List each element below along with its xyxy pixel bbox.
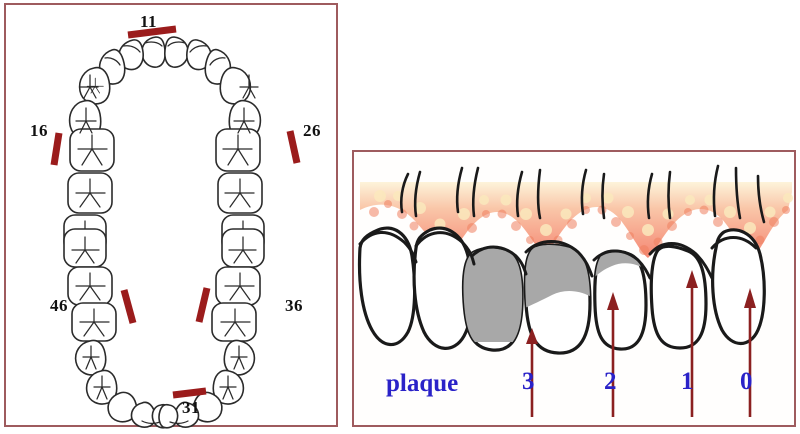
- score-arrows: [526, 270, 756, 417]
- arrow-score-0: [744, 288, 756, 417]
- marker-26: [286, 130, 301, 164]
- tooth-22: [118, 39, 144, 71]
- tooth-number-label-16: 16: [30, 121, 48, 140]
- tooth-number-label-11: 11: [140, 12, 158, 31]
- tooth-32: [130, 401, 157, 428]
- tooth-number-label-36: 36: [285, 296, 303, 315]
- tooth-number-label-46: 46: [50, 296, 68, 315]
- lower-occlusal-detail: [71, 236, 257, 424]
- tooth-score-0: [649, 244, 708, 350]
- plaque-score-label-2: 2: [604, 368, 617, 395]
- arch-svg: [50, 25, 301, 429]
- gum-highlight-stipple: [374, 190, 793, 236]
- arrow-score-3: [526, 328, 538, 417]
- plaque-area-score-2: [525, 245, 590, 310]
- tooth-12: [186, 39, 212, 71]
- plaque-svg: [354, 152, 794, 425]
- marker-16: [50, 132, 63, 166]
- marker-31: [172, 387, 207, 399]
- tooth-far-right: [711, 228, 766, 346]
- tooth-far-left: [357, 226, 417, 347]
- tooth-24: [78, 66, 111, 105]
- tooth-41: [158, 403, 179, 429]
- plaque-index-illustration: [354, 152, 794, 425]
- marker-46: [120, 289, 137, 324]
- plaque-index-panel: plaque 3 2 1 0: [352, 150, 796, 427]
- plaque-score-label-3: 3: [522, 368, 535, 395]
- upper-occlusal-detail: [71, 41, 259, 248]
- plaque-score-label-1: 1: [681, 368, 694, 395]
- tooth-42: [173, 401, 200, 428]
- tooth-43: [192, 391, 223, 423]
- plaque-shading: [463, 245, 646, 342]
- tooth-33: [107, 391, 138, 423]
- gum-band: [360, 182, 792, 258]
- lower-arch: [63, 228, 265, 429]
- marker-36: [195, 287, 211, 323]
- arrow-score-2: [607, 292, 619, 417]
- dental-arch-diagram: [6, 5, 336, 429]
- tooth-number-label-31: 31: [182, 398, 200, 417]
- plaque-score-label-0: 0: [740, 368, 753, 395]
- index-markers: [50, 25, 301, 399]
- tooth-14: [219, 66, 252, 105]
- arrow-score-1: [686, 270, 698, 417]
- marker-11: [127, 25, 177, 39]
- upper-arch: [63, 36, 265, 254]
- dental-arch-chart-panel: 11 16 26 46 36 31: [4, 3, 338, 429]
- tooth-number-label-26: 26: [303, 121, 321, 140]
- gum-margin-lines: [358, 231, 758, 280]
- plaque-legend-label: plaque: [386, 370, 459, 397]
- papilla-strokes: [399, 164, 766, 224]
